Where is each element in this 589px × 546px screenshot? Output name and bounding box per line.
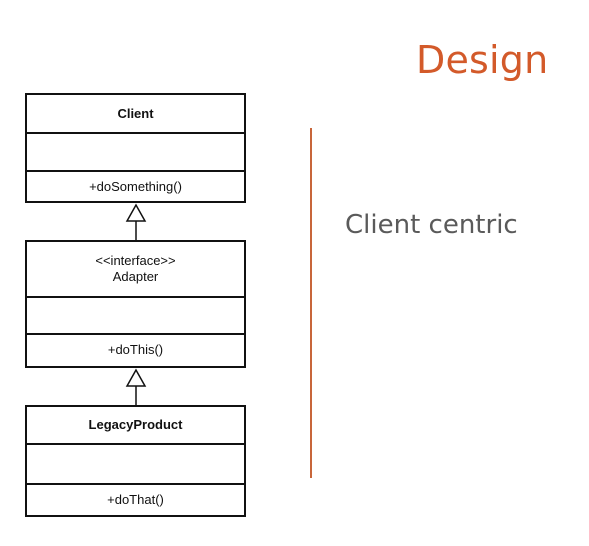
hollow-triangle-arrowhead	[125, 368, 147, 387]
class-adapter-operations: +doThis()	[27, 333, 244, 364]
class-adapter-name: Adapter	[112, 269, 159, 284]
class-legacy-product-name: LegacyProduct	[88, 417, 183, 432]
class-adapter: <<interface>> Adapter +doThis()	[25, 240, 246, 368]
class-legacy-product-attributes	[27, 443, 244, 483]
class-adapter-name-compartment: <<interface>> Adapter	[27, 242, 244, 296]
class-client-name: Client	[117, 105, 154, 121]
hollow-triangle-arrowhead	[125, 203, 147, 222]
class-client-attributes	[27, 132, 244, 170]
class-client-operations: +doSomething()	[27, 170, 244, 201]
class-adapter-attributes	[27, 296, 244, 333]
slide-title: Design	[416, 38, 549, 82]
class-client: Client +doSomething()	[25, 93, 246, 203]
generalization-legacy-product-to-adapter	[125, 368, 147, 405]
class-legacy-product-name-compartment: LegacyProduct	[27, 407, 244, 443]
vertical-divider	[310, 128, 312, 478]
class-legacy-product-operations: +doThat()	[27, 483, 244, 515]
class-client-name-compartment: Client	[27, 95, 244, 132]
generalization-adapter-to-client	[125, 203, 147, 240]
class-legacy-product: LegacyProduct +doThat()	[25, 405, 246, 517]
slide-subtitle: Client centric	[345, 210, 518, 240]
class-adapter-stereotype: <<interface>>	[95, 253, 176, 268]
